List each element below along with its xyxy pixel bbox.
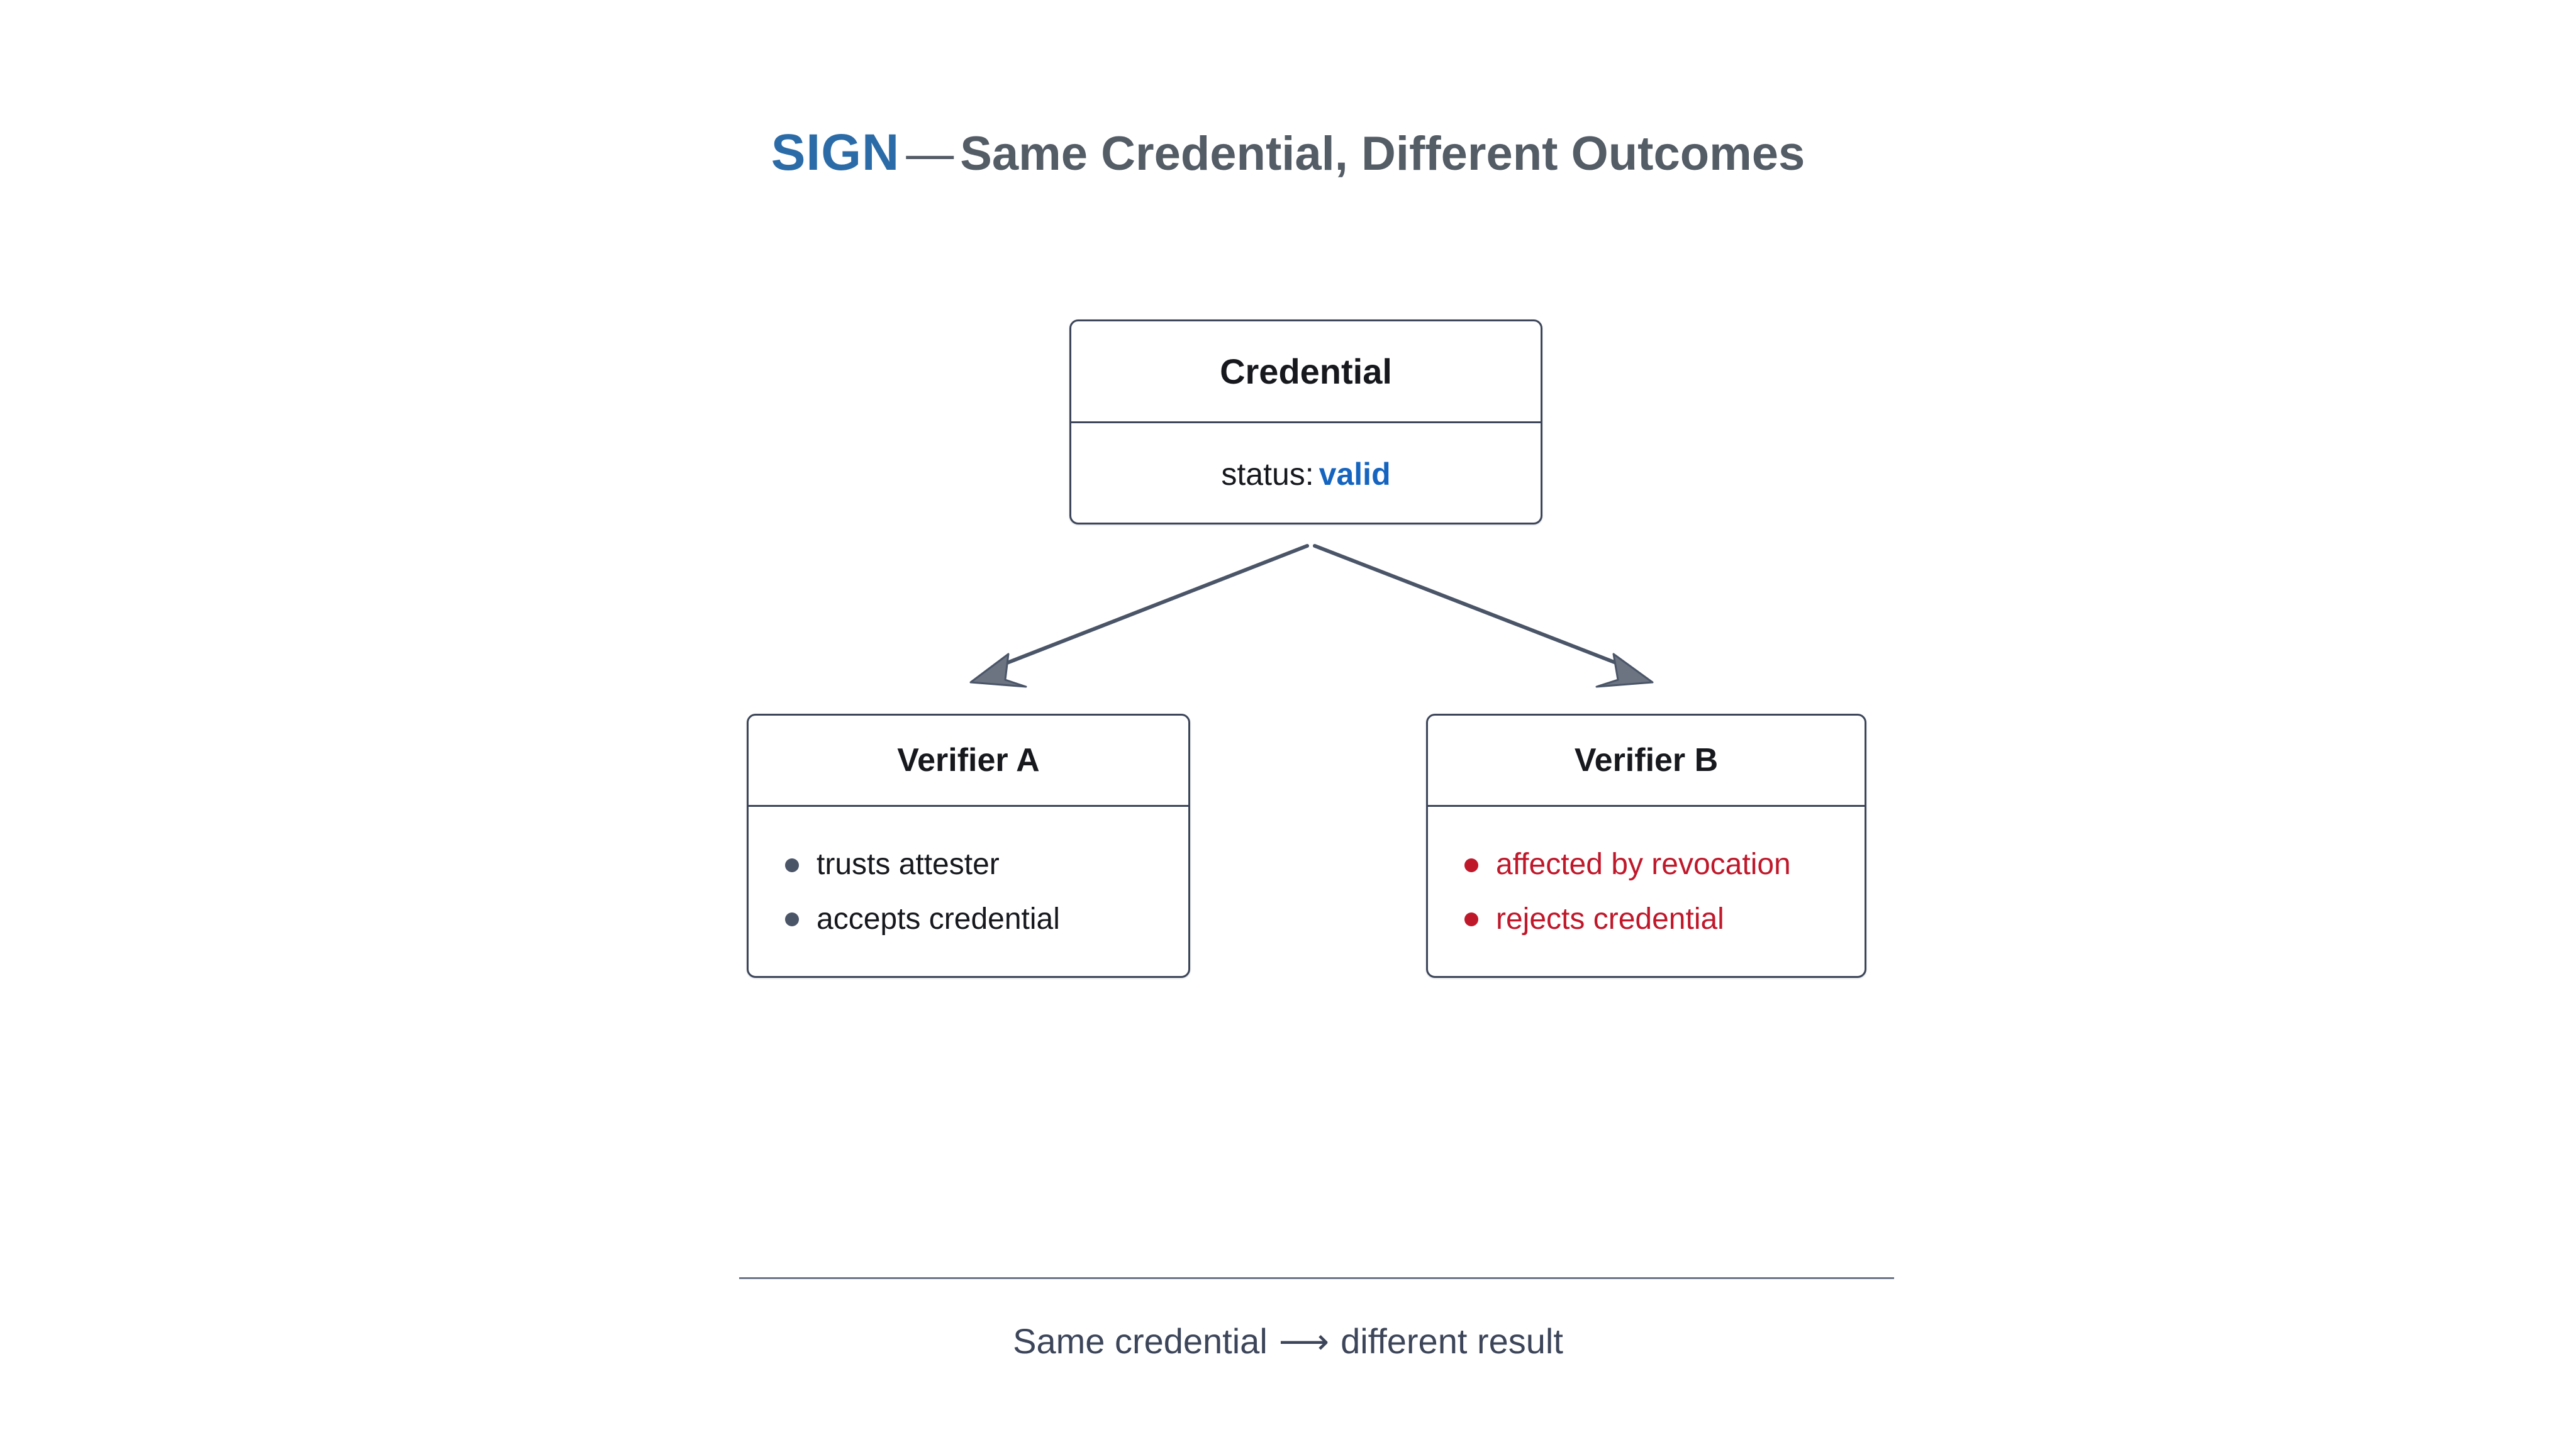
verifier-a-bullet-1: trusts attester bbox=[817, 848, 1000, 882]
right-arrow-icon: ⟶ bbox=[1278, 1321, 1330, 1361]
bullet-dot-icon bbox=[1464, 912, 1478, 927]
connector-credential-to-verifier-b bbox=[1313, 544, 1654, 688]
bullet-dot-icon bbox=[785, 912, 799, 927]
list-item: affected by revocation bbox=[1464, 848, 1865, 882]
footer-divider bbox=[739, 1277, 1894, 1279]
credential-status-value: valid bbox=[1319, 456, 1391, 492]
bullet-dot-icon bbox=[1464, 858, 1478, 872]
footer-caption: Same credential⟶ different result bbox=[0, 1321, 2576, 1362]
verifier-a-header: Verifier A bbox=[749, 716, 1188, 807]
connector-credential-to-verifier-a bbox=[969, 544, 1309, 688]
verifier-a-node[interactable]: Verifier A trusts attester accepts crede… bbox=[747, 714, 1190, 978]
footer-text-before: Same credential bbox=[1013, 1321, 1268, 1361]
verifier-b-body: affected by revocation rejects credentia… bbox=[1428, 807, 1865, 978]
verifier-b-header: Verifier B bbox=[1428, 716, 1865, 807]
footer-text-after: different result bbox=[1341, 1321, 1563, 1361]
credential-node-header: Credential bbox=[1071, 321, 1541, 423]
bullet-dot-icon bbox=[785, 858, 799, 872]
list-item: trusts attester bbox=[785, 848, 1188, 882]
title-dash: — bbox=[906, 127, 954, 180]
title-subtitle: Same Credential, Different Outcomes bbox=[960, 127, 1805, 180]
credential-node-body: status:valid bbox=[1071, 423, 1541, 524]
verifier-a-body: trusts attester accepts credential bbox=[749, 807, 1188, 978]
verifier-b-node[interactable]: Verifier B affected by revocation reject… bbox=[1426, 714, 1866, 978]
title-brand: SIGN bbox=[771, 124, 900, 181]
page-title: SIGN—Same Credential, Different Outcomes bbox=[0, 123, 2576, 182]
verifier-b-bullet-1: affected by revocation bbox=[1496, 848, 1791, 882]
verifier-b-bullet-2: rejects credential bbox=[1496, 902, 1724, 936]
credential-status-label: status: bbox=[1221, 456, 1314, 492]
list-item: accepts credential bbox=[785, 902, 1188, 936]
list-item: rejects credential bbox=[1464, 902, 1865, 936]
verifier-a-bullet-2: accepts credential bbox=[817, 902, 1060, 936]
credential-status-row: status:valid bbox=[1221, 456, 1390, 492]
credential-node[interactable]: Credential status:valid bbox=[1069, 319, 1542, 524]
